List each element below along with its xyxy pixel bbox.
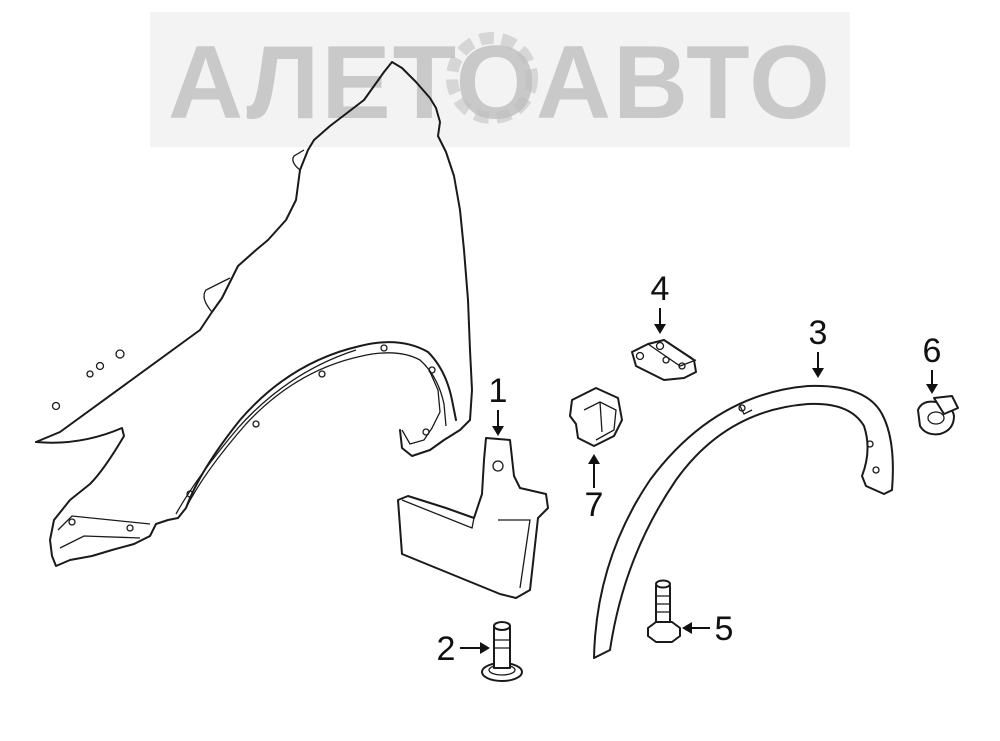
callout-number: 2: [437, 630, 456, 668]
callout-4: 4: [651, 270, 670, 334]
callout-3: 3: [809, 314, 828, 378]
callout-number: 3: [809, 314, 828, 352]
callout-7: 7: [585, 454, 604, 524]
retainer-bracket: [569, 387, 623, 447]
gear-icon: [446, 32, 538, 124]
callout-number: 1: [489, 372, 508, 410]
callout-number: 6: [923, 332, 942, 370]
watermark-logo: АЛЕТОАВТО: [150, 12, 850, 147]
callout-number: 4: [651, 270, 670, 308]
push-clip: [917, 395, 959, 436]
watermark-text: АЛЕТОАВТО: [168, 25, 832, 141]
callout-5: 5: [682, 610, 733, 648]
callout-6: 6: [923, 332, 942, 394]
callout-number: 7: [585, 486, 604, 524]
callout-number: 5: [715, 610, 734, 648]
callout-1: 1: [489, 372, 508, 436]
clip-pin: [481, 621, 523, 682]
front-fender: [35, 61, 473, 567]
callout-2: 2: [437, 630, 490, 668]
bolt: [647, 579, 681, 643]
wheel-arch-molding: [593, 384, 894, 659]
mud-flap: [397, 437, 549, 599]
mounting-bracket: [631, 339, 697, 381]
